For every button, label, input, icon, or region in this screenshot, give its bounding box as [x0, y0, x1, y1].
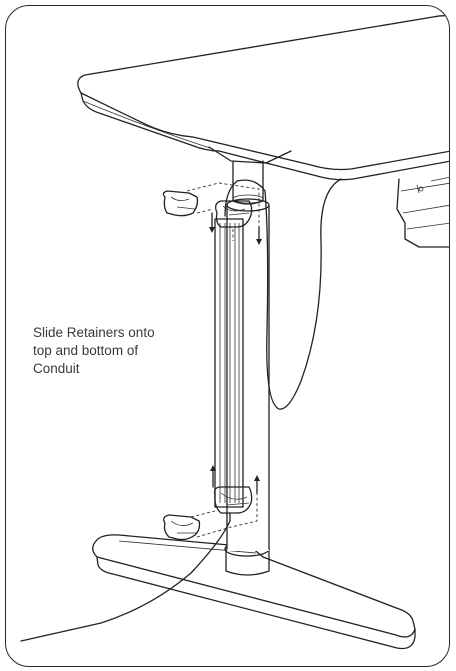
diagram-frame: Slide Retainers onto top and bottom of C… — [5, 5, 450, 667]
desk-leg-column — [208, 146, 292, 551]
power-cable-floor — [20, 512, 231, 642]
assembly-illustration — [20, 15, 449, 650]
instruction-text: Slide Retainers onto top and bottom of C… — [33, 325, 155, 376]
direction-arrow-up-bottom — [210, 465, 260, 494]
foot-base — [92, 534, 416, 650]
retainer-clip-upper — [162, 182, 260, 241]
cable-conduit — [214, 218, 244, 508]
retainer-clip-bottom-mounted — [213, 486, 253, 514]
retainer-clip-top-mounted — [215, 200, 253, 228]
power-cable — [224, 178, 342, 410]
desk-top — [77, 15, 449, 248]
direction-arrow-down-top — [209, 212, 262, 245]
retainer-clip-lower — [163, 471, 258, 541]
